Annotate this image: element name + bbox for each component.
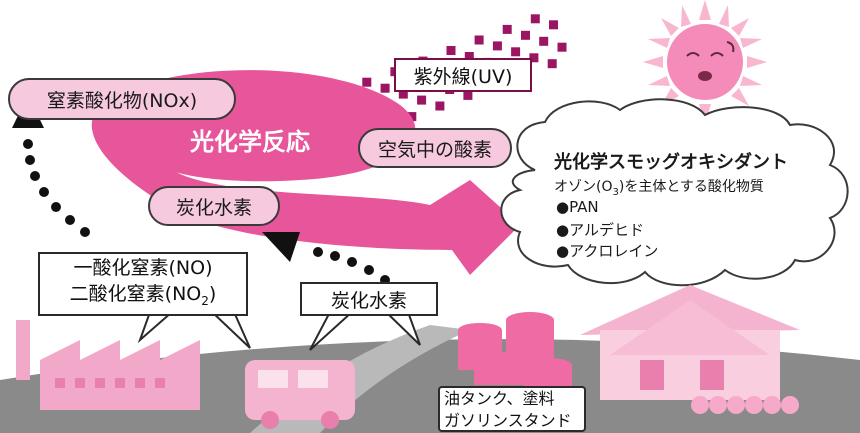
factory-callout-line1: 一酸化窒素(NO): [73, 256, 213, 279]
cloud-subtitle-main: オゾン(O: [554, 179, 613, 195]
tank-callout-line2: ガソリンスタンド: [444, 411, 572, 430]
cloud-item: ●PAN: [556, 198, 599, 216]
hydrocarbon-pill: 炭化水素: [148, 186, 280, 226]
uv-ray-dot: [463, 90, 473, 100]
uv-ray-dot: [417, 95, 427, 105]
uv-ray-dot: [549, 20, 558, 30]
smog-cloud-icon: [500, 98, 849, 287]
uv-ray-dot: [492, 41, 502, 51]
uv-ray-dot: [502, 24, 512, 34]
uv-ray-dot: [380, 83, 390, 93]
uv-ray-dot: [362, 77, 372, 87]
uv-ray-dot: [398, 89, 408, 99]
uv-ray-dot: [530, 14, 540, 24]
vehicle-callout: 炭化水素: [300, 282, 438, 316]
uv-ray-dot: [474, 35, 484, 45]
uv-ray-dot: [464, 52, 474, 61]
uv-ray-dot: [529, 53, 539, 63]
uv-ray-dot: [557, 42, 567, 52]
factory-callout-line2-end: ): [208, 282, 217, 305]
factory-callout-line2: 二酸化窒素(NO2): [70, 281, 217, 314]
uv-ray-dot: [435, 101, 445, 111]
house-icon: [580, 285, 800, 414]
tank-callout-line1: 油タンク、塗料: [444, 389, 555, 408]
cloud-subtitle-sub: 3: [612, 186, 619, 198]
cloud-item: ●アルデヒド: [556, 221, 644, 239]
uv-ray-dot: [521, 30, 530, 40]
sun-icon: [643, 0, 767, 124]
tank-callout: 油タンク、塗料 ガソリンスタンド: [438, 386, 586, 432]
factory-callout-line2-main: 二酸化窒素(NO: [69, 282, 202, 305]
uv-ray-dot: [511, 47, 521, 57]
cloud-subtitle-rest: )を主体とする酸化物質: [618, 179, 764, 195]
cloud-title: 光化学スモッグオキシダント: [554, 152, 788, 173]
nox-pill: 窒素酸化物(NOx): [8, 78, 236, 120]
cloud-item: ●アクロレイン: [556, 242, 659, 260]
uv-ray-dot: [446, 46, 456, 55]
uv-ray-dot: [539, 36, 549, 46]
factory-callout-line2-sub: 2: [201, 293, 209, 308]
reaction-swoosh: [91, 70, 520, 275]
reaction-label: 光化学反応: [190, 128, 310, 156]
uv-ray-dot: [547, 59, 557, 69]
factory-icon: [16, 320, 200, 410]
oxygen-pill: 空気中の酸素: [358, 128, 512, 168]
uv-label: 紫外線(UV): [394, 58, 532, 92]
truck-icon: [245, 360, 355, 429]
factory-callout: 一酸化窒素(NO) 二酸化窒素(NO2): [38, 252, 248, 316]
cloud-subtitle: オゾン(O3)を主体とする酸化物質: [554, 176, 764, 198]
oil-tank-icon: [458, 312, 572, 387]
uv-ray-dot: [407, 112, 417, 122]
